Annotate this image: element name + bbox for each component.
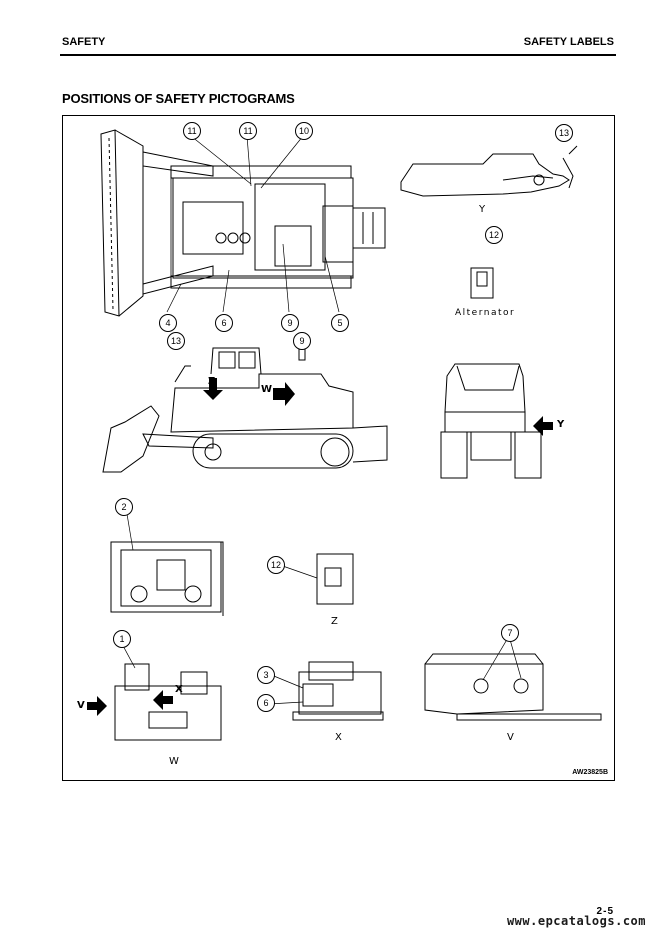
callout-9b: 9 (293, 332, 311, 350)
callout-10: 10 (295, 122, 313, 140)
side-view-y (400, 145, 578, 197)
top-view-dozer (100, 129, 386, 317)
callout-12b: 12 (267, 556, 285, 574)
page-title: POSITIONS OF SAFETY PICTOGRAMS (62, 91, 295, 106)
watermark: www.epcatalogs.com (506, 914, 646, 928)
view-label-x: X (335, 732, 342, 743)
callout-7: 7 (501, 624, 519, 642)
detail-w-arrows (87, 690, 173, 716)
alternator-detail (470, 267, 494, 299)
callout-11b: 11 (239, 122, 257, 140)
callout-5: 5 (331, 314, 349, 332)
subsection-header: SAFETY LABELS (523, 36, 614, 48)
view-label-v: V (507, 732, 514, 743)
safety-pictogram-figure: 11 11 10 13 12 4 6 9 5 13 9 2 12 1 3 6 7… (62, 115, 615, 781)
rear-view-dozer (440, 363, 542, 479)
callout-2: 2 (115, 498, 133, 516)
view-label-alternator: Alternator (455, 308, 516, 318)
callout-6a: 6 (215, 314, 233, 332)
figure-drawing (87, 129, 602, 741)
view-label-z: Z (331, 616, 338, 627)
callout-1: 1 (113, 630, 131, 648)
side-view-dozer (102, 343, 388, 473)
section-header: SAFETY (62, 36, 106, 48)
arrow-label-z: Z (208, 376, 216, 387)
callout-4: 4 (159, 314, 177, 332)
rear-view-arrow (533, 416, 553, 436)
arrow-label-w: W (261, 384, 273, 395)
detail-z (316, 553, 354, 605)
detail-w (114, 663, 222, 741)
arrow-label-v: V (77, 700, 85, 711)
detail-x (292, 661, 384, 721)
view-label-w: W (169, 756, 179, 767)
arrow-label-y: Y (557, 419, 565, 430)
cab-interior-detail (110, 541, 224, 616)
detail-v (424, 653, 602, 721)
arrow-label-x: X (175, 684, 183, 695)
callout-11a: 11 (183, 122, 201, 140)
header-rule (60, 54, 616, 56)
callout-9a: 9 (281, 314, 299, 332)
callout-12a: 12 (485, 226, 503, 244)
view-label-y-top: Y (479, 204, 486, 215)
callout-13b: 13 (167, 332, 185, 350)
callout-3: 3 (257, 666, 275, 684)
page-number: 2-5 (596, 906, 614, 917)
side-view-arrows (203, 378, 295, 406)
figure-code: AW23825B (572, 769, 608, 776)
top-view-leaders (166, 135, 340, 313)
callout-6b: 6 (257, 694, 275, 712)
callout-13a: 13 (555, 124, 573, 142)
